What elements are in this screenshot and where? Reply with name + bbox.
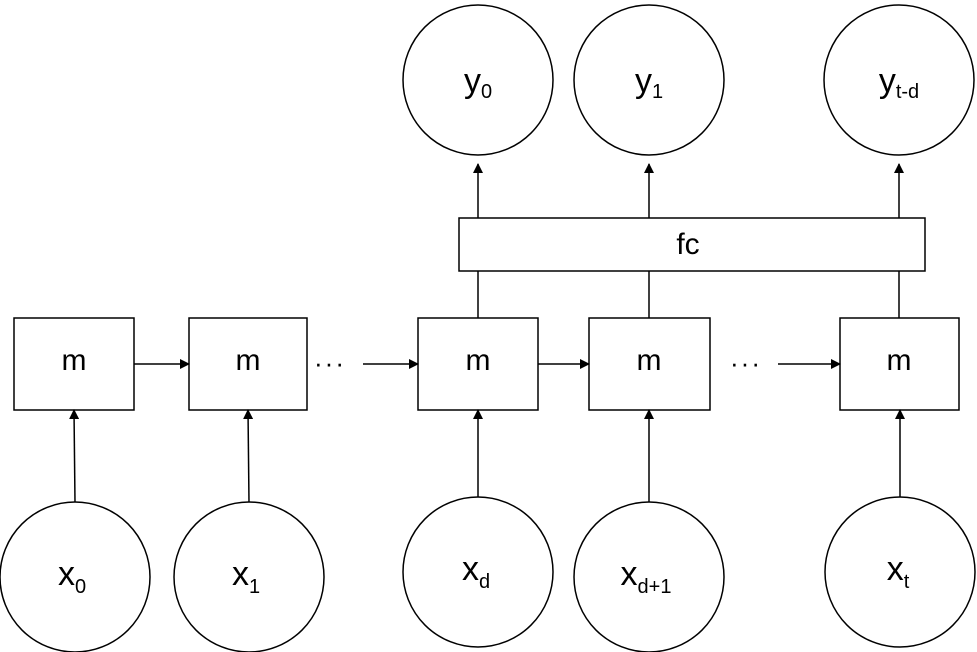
module-box-t: m	[839, 317, 960, 411]
svg-text:xd: xd	[462, 550, 490, 593]
module-label: m	[637, 344, 662, 377]
module-box-d: m	[417, 317, 539, 411]
module-label: m	[236, 344, 261, 377]
input-node-label: x	[887, 550, 904, 588]
input-node-subscript: t	[904, 571, 910, 593]
svg-text:yt-d: yt-d	[879, 62, 919, 103]
output-node-label: y	[635, 62, 652, 100]
fc-layer: fc	[458, 217, 926, 272]
input-node-x1: x1	[173, 501, 325, 652]
input-node-xd: xd	[402, 496, 554, 648]
input-node-label: x	[232, 555, 249, 593]
input-arrow	[69, 409, 80, 504]
fc-label: fc	[676, 228, 699, 261]
svg-text:x1: x1	[232, 555, 260, 598]
output-node-label: y	[464, 62, 481, 100]
output-node-y1: y1	[573, 4, 725, 156]
input-arrow	[243, 409, 254, 504]
output-node-subscript: 1	[652, 81, 663, 103]
output-node-yt-d: yt-d	[823, 4, 975, 156]
input-node-x0: x0	[0, 501, 151, 652]
output-node-subscript: 0	[481, 81, 492, 103]
input-node-subscript: d	[479, 571, 490, 593]
input-node-subscript: d+1	[638, 576, 672, 598]
input-node-xd1: xd+1	[573, 501, 725, 652]
svg-text:xt: xt	[887, 550, 910, 593]
output-node-y0: y0	[402, 4, 554, 156]
ellipsis: ···	[314, 348, 346, 378]
module-label: m	[466, 344, 491, 377]
output-node-label: y	[879, 62, 896, 100]
svg-text:x0: x0	[58, 555, 86, 598]
module-box-0: m	[13, 317, 135, 411]
module-box-1: m	[188, 317, 308, 411]
input-node-label: x	[58, 555, 75, 593]
module-box-d1: m	[588, 317, 711, 411]
ellipsis: ···	[730, 348, 762, 378]
input-node-subscript: 1	[249, 576, 260, 598]
input-node-xt: xt	[824, 496, 976, 648]
svg-text:y1: y1	[635, 62, 663, 103]
svg-text:y0: y0	[464, 62, 492, 103]
module-label: m	[887, 344, 912, 377]
module-label: m	[62, 344, 87, 377]
input-node-label: x	[462, 550, 479, 588]
svg-text:xd+1: xd+1	[621, 555, 672, 598]
input-node-label: x	[621, 555, 638, 593]
input-node-subscript: 0	[75, 576, 86, 598]
output-node-subscript: t-d	[896, 81, 919, 103]
